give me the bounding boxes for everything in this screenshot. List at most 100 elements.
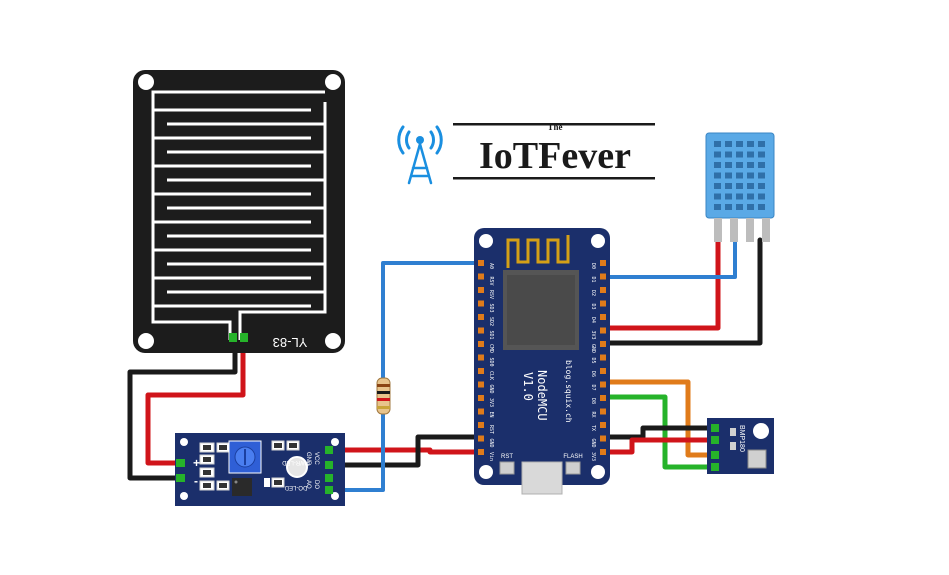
- dht-vent-slot: [758, 151, 765, 158]
- nodemcu-flash-button[interactable]: [565, 461, 581, 475]
- nodemcu-title: NodeMCU: [535, 370, 549, 421]
- nodemcu-left-pin: [478, 395, 484, 401]
- iotfever-logo: The IoTFever: [397, 122, 655, 185]
- nodemcu-right-pin-label: D0: [590, 263, 596, 269]
- dht-vent-slot: [736, 193, 743, 200]
- dht-vent-slot: [725, 193, 732, 200]
- nodemcu-right-pin: [600, 314, 606, 320]
- nodemcu-left-pin-label: A0: [488, 263, 494, 269]
- dht-vent-slot: [725, 141, 732, 147]
- nodemcu-left-pin-label: GND: [488, 439, 494, 448]
- dht-vent-slot: [714, 204, 721, 210]
- wire-gnd-black: [327, 434, 483, 468]
- nodemcu-left-pin: [478, 287, 484, 293]
- nodemcu-left-pin: [478, 300, 484, 307]
- nodemcu-right-pin: [600, 287, 606, 293]
- wire-bmp-black: [603, 425, 715, 440]
- nodemcu-left-pin-label: RSV: [488, 290, 494, 299]
- nodemcu-right-pin-label: D3: [590, 304, 596, 310]
- dht-vent-slot: [747, 193, 754, 200]
- dht-vent-slot: [725, 172, 732, 179]
- resistor: [376, 377, 391, 415]
- nodemcu-left-header: A0RSVRSVSD3SD2SD1CMDSD0CLKGND3V3ENRSTGND…: [478, 260, 494, 461]
- nodemcu-right-pin: [600, 300, 606, 307]
- rain-sensor-model: YL-83: [273, 335, 308, 350]
- wire-vcc-red: [327, 447, 483, 455]
- nodemcu-left-pin-label: 3V3: [488, 398, 494, 407]
- dht-vent-slot: [714, 193, 721, 200]
- nodemcu-board: A0RSVRSVSD3SD2SD1CMDSD0CLKGND3V3ENRSTGND…: [474, 228, 610, 495]
- dht-vent-slot: [747, 204, 754, 210]
- dht-vent-slot: [714, 141, 721, 147]
- dht-vent-slot: [736, 204, 743, 210]
- nodemcu-version: V1.0: [521, 372, 535, 401]
- nodemcu-left-pin: [478, 273, 484, 280]
- dht-vent-slot: [725, 162, 732, 168]
- nodemcu-right-pin: [600, 381, 606, 388]
- nodemcu-right-pin-label: D1: [590, 277, 596, 283]
- wire-rain-black: [127, 337, 238, 481]
- nodemcu-right-pin-label: D8: [590, 398, 596, 404]
- wires: [127, 237, 763, 492]
- dht-vent-slot: [758, 162, 765, 168]
- nodemcu-rst-button[interactable]: [499, 461, 515, 475]
- nodemcu-left-pin-label: SD0: [488, 358, 494, 367]
- dht-vent-slot: [747, 151, 754, 158]
- nodemcu-left-pin: [478, 327, 484, 334]
- nodemcu-right-pin-label: D4: [590, 317, 596, 323]
- dht-vent-slot: [714, 172, 721, 179]
- nodemcu-right-pin-label: D6: [590, 371, 596, 377]
- nodemcu-left-pin-label: RSV: [488, 277, 494, 286]
- module-minus-label: -: [194, 474, 198, 488]
- dht-vent-slot: [758, 183, 765, 189]
- wire-rain-red: [145, 337, 246, 466]
- nodemcu-right-pin: [600, 341, 606, 347]
- module-pin-ao: AO: [305, 480, 311, 489]
- tower-icon: [397, 125, 443, 185]
- nodemcu-right-pin-label: 3V3: [590, 331, 596, 340]
- nodemcu-left-pin: [478, 422, 484, 428]
- nodemcu-right-pin-label: D7: [590, 385, 596, 391]
- dht-vent-slot: [758, 141, 765, 147]
- dht-vent-slot: [736, 141, 743, 147]
- nodemcu-right-pin-label: 3V3: [590, 452, 596, 461]
- nodemcu-left-pin-label: CLK: [488, 371, 494, 380]
- module-pin-vcc: VCC: [313, 452, 319, 465]
- wire-bmp-orange: [603, 379, 715, 458]
- nodemcu-left-pin-label: EN: [488, 412, 494, 418]
- dht-vent-slot: [747, 162, 754, 168]
- nodemcu-flash-label: FLASH: [563, 454, 582, 460]
- nodemcu-right-pin-label: D2: [590, 290, 596, 296]
- rain-sensor-traces: [151, 90, 327, 340]
- dht-vent-slot: [758, 193, 765, 200]
- nodemcu-right-pin: [600, 395, 606, 401]
- nodemcu-left-pin: [478, 341, 484, 347]
- wire-ao-blue: [328, 261, 482, 492]
- nodemcu-left-pin: [478, 354, 484, 361]
- nodemcu-right-pin: [600, 260, 606, 266]
- logo-name: IoTFever: [479, 135, 631, 177]
- nodemcu-left-pin-label: RST: [488, 425, 494, 434]
- dht-vent-slot: [714, 151, 721, 158]
- dht-vent-slot: [758, 172, 765, 179]
- nodemcu-usb-port: [521, 461, 563, 495]
- nodemcu-right-pin: [600, 273, 606, 280]
- nodemcu-right-pin-label: GND: [590, 439, 596, 448]
- nodemcu-right-pin: [600, 422, 606, 428]
- dht-vent-slot: [736, 151, 743, 158]
- dht-vent-slot: [725, 204, 732, 210]
- dht-vent-grid: [714, 141, 765, 210]
- nodemcu-right-pin: [600, 449, 606, 455]
- bmp180-module: BMP180: [707, 418, 774, 474]
- nodemcu-right-pin: [600, 368, 606, 374]
- rain-sensor: YL-83: [133, 70, 345, 353]
- wire-bmp-red: [603, 437, 715, 455]
- dht-vent-slot: [747, 141, 754, 147]
- bmp180-label: BMP180: [738, 425, 745, 452]
- nodemcu-left-pin-label: CMD: [488, 344, 494, 353]
- wire-dht-blue: [604, 238, 737, 279]
- nodemcu-left-pin: [478, 368, 484, 374]
